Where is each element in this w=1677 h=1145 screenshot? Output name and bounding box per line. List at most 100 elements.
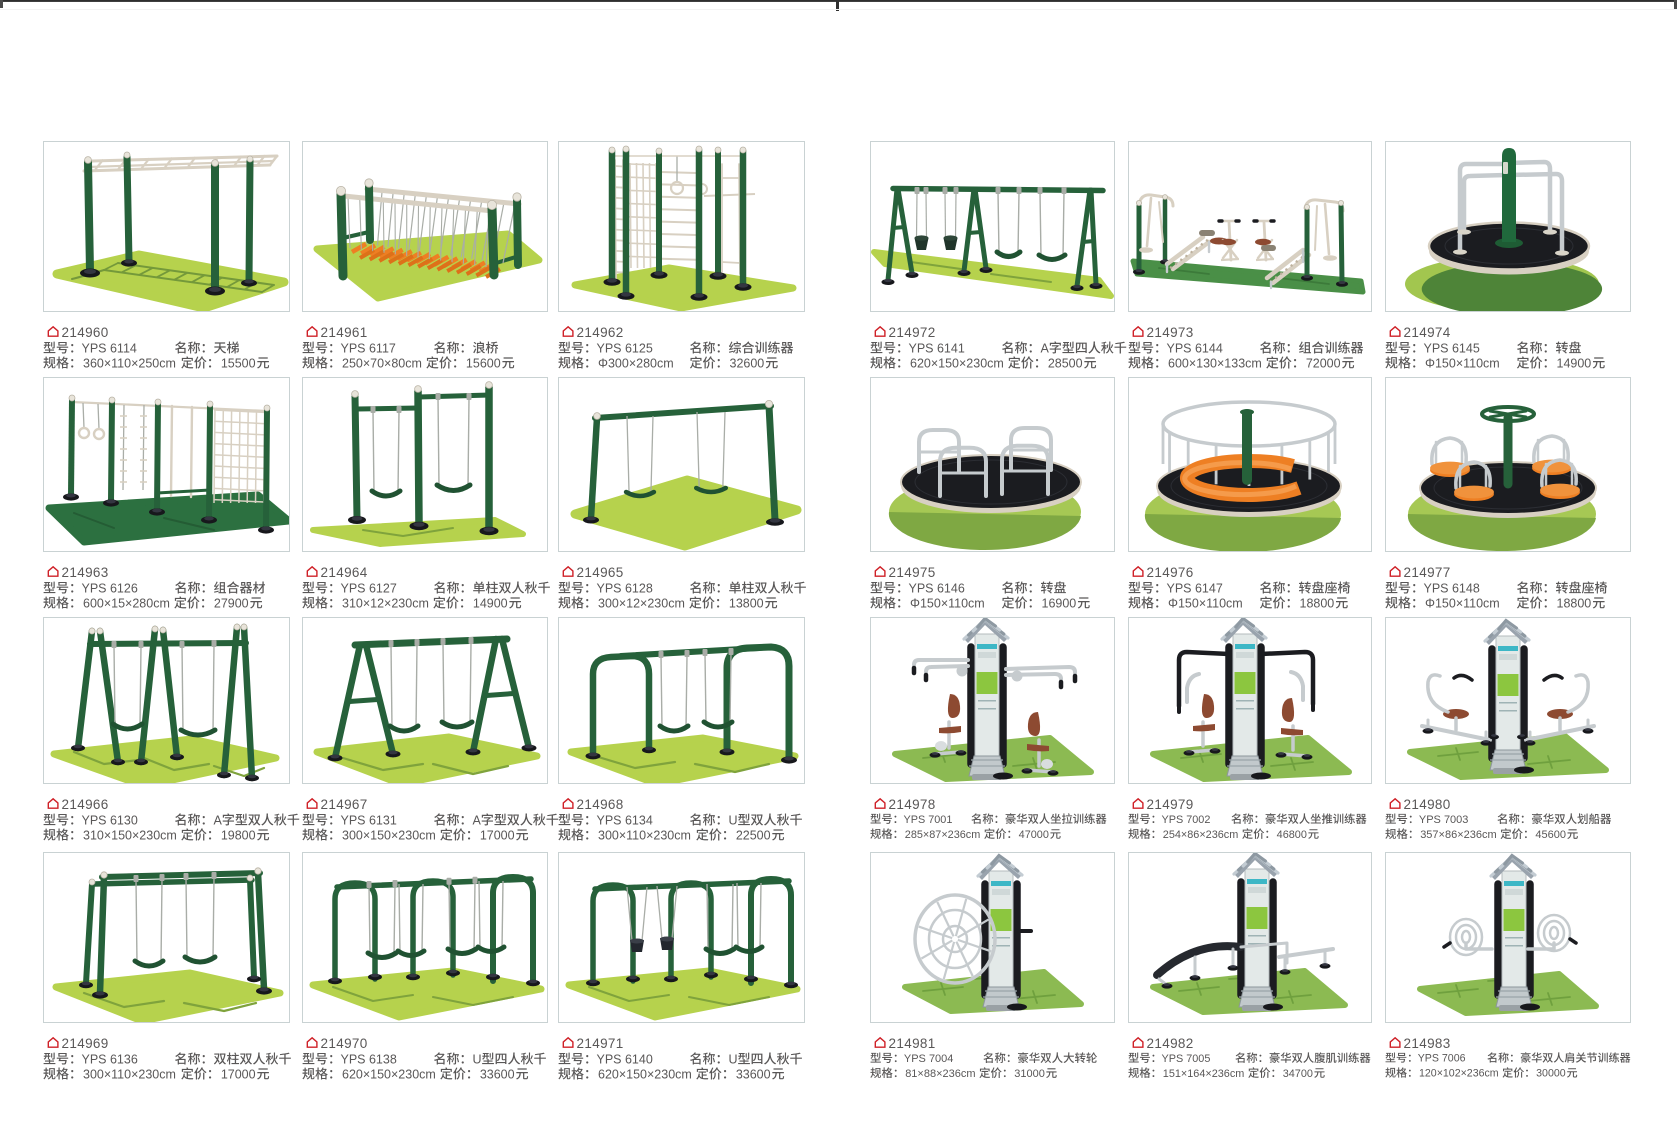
svg-text:214973: 214973 — [1147, 325, 1194, 340]
svg-text:U: U — [729, 813, 738, 827]
svg-text:Φ150×110cm: Φ150×110cm — [910, 596, 985, 610]
svg-text:151×164×236cm: 151×164×236cm — [1163, 1068, 1245, 1080]
svg-text:214978: 214978 — [889, 797, 936, 812]
svg-text:YPS 6138: YPS 6138 — [341, 1052, 397, 1066]
svg-text:214983: 214983 — [1404, 1036, 1451, 1051]
svg-text:A: A — [214, 813, 223, 827]
svg-text:300×110×230cm: 300×110×230cm — [83, 1067, 176, 1081]
svg-text:30000: 30000 — [1536, 1068, 1566, 1080]
svg-text:Φ150×110cm: Φ150×110cm — [1425, 596, 1500, 610]
svg-text:YPS 6117: YPS 6117 — [341, 341, 396, 355]
svg-text:214981: 214981 — [889, 1036, 936, 1051]
svg-text:214964: 214964 — [321, 565, 368, 580]
svg-text:YPS 6141: YPS 6141 — [909, 341, 965, 355]
svg-text:Φ150×110cm: Φ150×110cm — [1425, 356, 1500, 370]
svg-text:YPS 6136: YPS 6136 — [82, 1052, 138, 1066]
svg-text:18800: 18800 — [1300, 596, 1335, 610]
svg-text:214963: 214963 — [62, 565, 109, 580]
svg-text:U: U — [729, 1052, 738, 1066]
svg-text:214961: 214961 — [321, 325, 368, 340]
svg-text:17000: 17000 — [480, 828, 515, 842]
svg-text:81×88×236cm: 81×88×236cm — [905, 1068, 975, 1080]
svg-text:214980: 214980 — [1404, 797, 1451, 812]
svg-text:600×130×133cm: 600×130×133cm — [1168, 356, 1262, 370]
svg-text:U: U — [473, 1052, 482, 1066]
svg-text:YPS 7005: YPS 7005 — [1161, 1053, 1210, 1065]
svg-text:357×86×236cm: 357×86×236cm — [1420, 829, 1496, 841]
svg-text:360×110×250cm: 360×110×250cm — [83, 356, 176, 370]
svg-text:310×150×230cm: 310×150×230cm — [83, 828, 177, 842]
svg-text:300×110×230cm: 300×110×230cm — [598, 828, 691, 842]
svg-text:300×12×230cm: 300×12×230cm — [598, 596, 685, 610]
svg-text:310×12×230cm: 310×12×230cm — [342, 596, 429, 610]
svg-text:YPS 7006: YPS 7006 — [1418, 1053, 1466, 1065]
svg-text:14900: 14900 — [1557, 356, 1592, 370]
svg-text:214976: 214976 — [1147, 565, 1194, 580]
svg-text:31000: 31000 — [1014, 1068, 1045, 1080]
svg-text:YPS 6145: YPS 6145 — [1424, 341, 1480, 355]
svg-text:45600: 45600 — [1535, 829, 1566, 841]
svg-text:YPS 6131: YPS 6131 — [341, 813, 397, 827]
svg-text:YPS 7002: YPS 7002 — [1161, 814, 1210, 826]
svg-text:214977: 214977 — [1404, 565, 1451, 580]
svg-text:28500: 28500 — [1048, 356, 1083, 370]
svg-text:214970: 214970 — [321, 1036, 368, 1051]
svg-text:YPS 6148: YPS 6148 — [1424, 581, 1480, 595]
svg-text:214975: 214975 — [889, 565, 936, 580]
svg-text:15500: 15500 — [221, 356, 256, 370]
svg-text:72000: 72000 — [1306, 356, 1341, 370]
svg-text:YPS 6125: YPS 6125 — [597, 341, 653, 355]
svg-text:285×87×236cm: 285×87×236cm — [905, 829, 980, 841]
svg-text:19800: 19800 — [221, 828, 256, 842]
svg-text:YPS 6147: YPS 6147 — [1167, 581, 1223, 595]
svg-text:18800: 18800 — [1557, 596, 1592, 610]
svg-text:214965: 214965 — [577, 565, 624, 580]
svg-text:YPS 7004: YPS 7004 — [904, 1053, 954, 1065]
svg-text:214966: 214966 — [62, 797, 109, 812]
svg-text:15600: 15600 — [466, 356, 501, 370]
svg-text:22500: 22500 — [736, 828, 771, 842]
svg-text:14900: 14900 — [473, 596, 508, 610]
svg-text:300×150×230cm: 300×150×230cm — [342, 828, 436, 842]
svg-text:YPS 6127: YPS 6127 — [341, 581, 397, 595]
svg-text:32600: 32600 — [730, 356, 765, 370]
svg-text:214962: 214962 — [577, 325, 624, 340]
svg-text:YPS 6144: YPS 6144 — [1167, 341, 1223, 355]
svg-text:600×15×280cm: 600×15×280cm — [83, 596, 170, 610]
svg-text:Φ150×110cm: Φ150×110cm — [1168, 596, 1243, 610]
svg-text:13800: 13800 — [729, 596, 764, 610]
svg-text:17000: 17000 — [221, 1067, 256, 1081]
svg-text:A: A — [473, 813, 482, 827]
svg-text:33600: 33600 — [736, 1067, 771, 1081]
svg-text:YPS 7001: YPS 7001 — [903, 814, 952, 826]
svg-text:YPS 7003: YPS 7003 — [1419, 814, 1469, 826]
svg-text:214971: 214971 — [577, 1036, 624, 1051]
svg-text:214972: 214972 — [889, 325, 936, 340]
svg-text:33600: 33600 — [480, 1067, 515, 1081]
svg-text:214979: 214979 — [1147, 797, 1194, 812]
svg-text:250×70×80cm: 250×70×80cm — [342, 356, 422, 370]
svg-text:YPS 6130: YPS 6130 — [82, 813, 138, 827]
svg-text:34700: 34700 — [1283, 1068, 1313, 1080]
svg-text:YPS 6134: YPS 6134 — [597, 813, 653, 827]
svg-text:620×150×230cm: 620×150×230cm — [342, 1067, 436, 1081]
svg-text:214968: 214968 — [577, 797, 624, 812]
svg-text:27900: 27900 — [214, 596, 249, 610]
svg-text:YPS 6114: YPS 6114 — [82, 341, 137, 355]
svg-text:214974: 214974 — [1404, 325, 1451, 340]
svg-text:214982: 214982 — [1147, 1036, 1194, 1051]
svg-text:47000: 47000 — [1019, 829, 1049, 841]
svg-text:46800: 46800 — [1277, 829, 1307, 841]
svg-text:YPS 6126: YPS 6126 — [82, 581, 138, 595]
svg-text:16900: 16900 — [1042, 596, 1077, 610]
svg-text:YPS 6128: YPS 6128 — [597, 581, 653, 595]
svg-text:120×102×236cm: 120×102×236cm — [1419, 1068, 1499, 1080]
svg-text:214960: 214960 — [62, 325, 109, 340]
svg-text:620×150×230cm: 620×150×230cm — [598, 1067, 692, 1081]
svg-text:620×150×230cm: 620×150×230cm — [910, 356, 1004, 370]
svg-text:214967: 214967 — [321, 797, 368, 812]
svg-text:214969: 214969 — [62, 1036, 109, 1051]
svg-text:YPS 6146: YPS 6146 — [909, 581, 965, 595]
svg-text:A: A — [1041, 341, 1050, 355]
svg-text:Φ300×280cm: Φ300×280cm — [598, 356, 674, 370]
